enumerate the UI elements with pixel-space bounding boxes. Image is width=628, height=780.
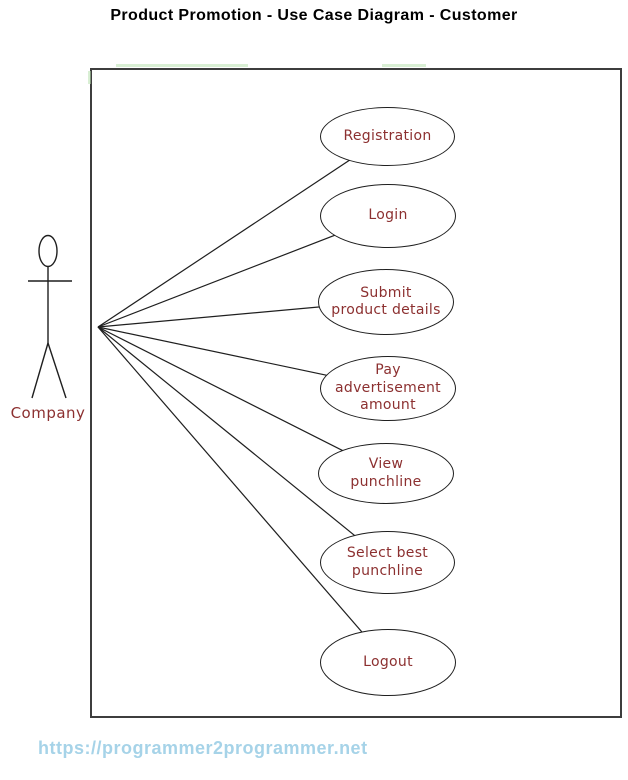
use-case-label: Select best punchline [346,545,429,579]
connector-line-registration [97,135,387,328]
page-title: Product Promotion - Use Case Diagram - C… [110,7,518,24]
use-case-submit-product-details: Submit product details [318,269,454,335]
connector-line-logout [97,326,388,662]
actor-figure [28,234,72,399]
use-case-label: View punchline [350,456,422,490]
artifact-green-smudge [88,71,91,84]
use-case-login: Login [320,184,456,248]
connector-line-view-punchline [97,326,386,473]
use-case-view-punchline: View punchline [318,443,454,504]
use-case-pay-advertisement-amount: Pay advertisement amount [320,356,456,421]
artifact-green-smudge [116,64,248,67]
use-case-select-best-punchline: Select best punchline [320,531,455,594]
use-case-registration: Registration [320,107,455,166]
use-case-label: Registration [343,127,432,144]
actor-leg-right [47,342,67,399]
actor-leg-left [31,342,49,399]
actor-label: Company [10,404,86,422]
connector-line-select-best-punchline [97,326,387,562]
use-case-label: Pay advertisement amount [335,362,441,414]
use-case-label: Submit product details [331,284,441,319]
use-case-label: Login [368,207,408,224]
footer-url: https://programmer2programmer.net [38,738,368,758]
use-case-label: Logout [363,653,413,670]
actor-head [38,234,58,268]
artifact-green-smudge [382,64,426,67]
use-case-logout: Logout [320,629,456,696]
